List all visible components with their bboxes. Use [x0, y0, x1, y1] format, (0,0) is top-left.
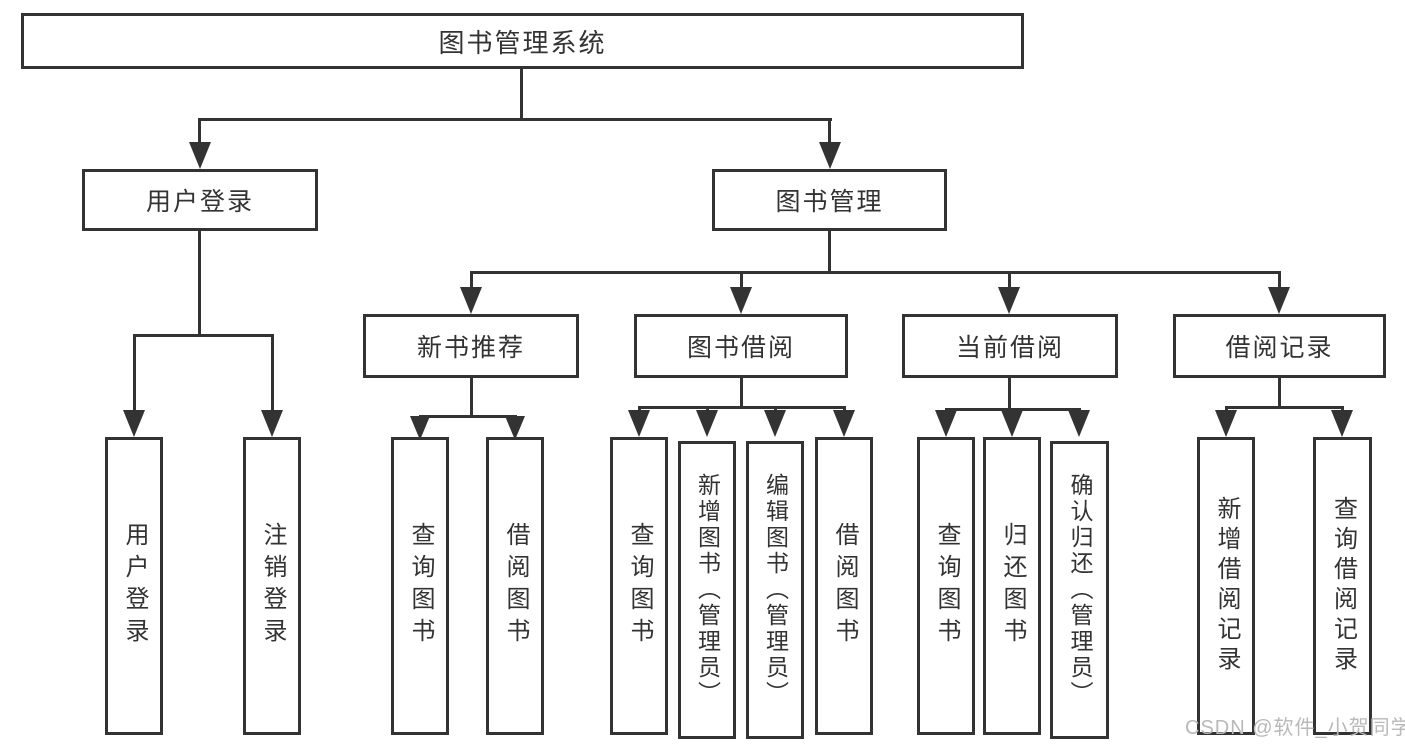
arrowhead-icon [1215, 410, 1237, 437]
connector-l3-rail [470, 271, 1281, 274]
leaf-label: 查询图书 [933, 522, 960, 650]
connector-leaf-drop [1225, 406, 1228, 412]
arrowhead-icon [1068, 410, 1090, 437]
node-current-borrow-label: 当前借阅 [955, 334, 1064, 362]
arrowhead-icon [1331, 410, 1353, 437]
arrowhead-icon [819, 142, 841, 169]
node-user-login: 用户登录 [82, 169, 318, 231]
connector-rc-split [1225, 406, 1344, 409]
connector-ul-split [133, 334, 274, 337]
node-root-label: 图书管理系统 [438, 27, 607, 58]
leaf-query-books-current: 查询图书 [917, 437, 975, 735]
arrowhead-icon [1268, 287, 1290, 314]
arrowhead-icon [764, 410, 786, 437]
connector-l2-drop-left [198, 118, 201, 143]
connector-l3-drop [1008, 271, 1011, 289]
arrowhead-icon [123, 410, 145, 437]
arrowhead-icon [696, 410, 718, 437]
arrowhead-icon [730, 287, 752, 314]
leaf-return-books: 归还图书 [983, 437, 1041, 735]
arrowhead-icon [261, 410, 283, 437]
leaf-label: 借阅图书 [502, 522, 529, 650]
leaf-borrow-books-recommend: 借阅图书 [486, 437, 544, 735]
connector-l2-rail [198, 118, 832, 121]
leaf-add-books-admin: 新增图书（管理员） [678, 441, 736, 739]
arrowhead-icon [505, 416, 525, 440]
arrowhead-icon [1001, 410, 1023, 437]
connector-leaf-drop [1341, 406, 1344, 412]
leaf-label: 新增借阅记录 [1213, 496, 1240, 676]
node-book-borrow: 图书借阅 [634, 314, 848, 378]
leaf-borrow-books: 借阅图书 [815, 437, 873, 735]
connector-l2-drop-right [828, 118, 831, 143]
leaf-label: 确认归还（管理员） [1067, 473, 1093, 707]
leaf-label: 用户登录 [121, 522, 148, 650]
arrowhead-icon [410, 416, 430, 440]
arrowhead-icon [189, 142, 211, 169]
node-root: 图书管理系统 [21, 13, 1024, 69]
leaf-label: 查询图书 [626, 522, 653, 650]
leaf-logout: 注销登录 [243, 437, 301, 735]
leaf-label: 注销登录 [259, 522, 286, 650]
leaf-label: 借阅图书 [831, 522, 858, 650]
connector-nb-stem [470, 378, 473, 418]
connector-leaf-drop [133, 334, 136, 411]
node-borrow-records: 借阅记录 [1173, 314, 1386, 378]
leaf-label: 新增图书（管理员） [694, 473, 721, 707]
node-user-login-label: 用户登录 [145, 188, 254, 216]
connector-l3-drop [1278, 271, 1281, 289]
arrowhead-icon [935, 410, 957, 437]
node-current-borrow: 当前借阅 [902, 314, 1118, 378]
leaf-query-borrow-record: 查询借阅记录 [1313, 437, 1372, 735]
connector-bw-split [638, 406, 846, 409]
connector-l3-drop [470, 271, 473, 289]
leaf-label: 编辑图书（管理员） [762, 473, 789, 707]
connector-cu-stem [1008, 378, 1011, 410]
leaf-query-books-borrow: 查询图书 [610, 437, 668, 735]
csdn-watermark: CSDN @软件_小贺同学 [1185, 717, 1405, 739]
leaf-edit-books-admin: 编辑图书（管理员） [746, 441, 804, 739]
node-book-management-label: 图书管理 [775, 188, 884, 216]
leaf-label: 查询图书 [407, 522, 434, 650]
connector-l3-drop [740, 271, 743, 289]
connector-bw-stem [740, 378, 743, 409]
connector-leaf-drop [271, 334, 274, 411]
arrowhead-icon [628, 410, 650, 437]
node-new-book-recommend: 新书推荐 [363, 314, 579, 378]
leaf-confirm-return-admin: 确认归还（管理员） [1050, 441, 1109, 739]
connector-root-stem [520, 69, 523, 120]
leaf-user-login: 用户登录 [105, 437, 163, 735]
node-book-management: 图书管理 [712, 169, 947, 231]
connector-leaf-drop [706, 406, 709, 412]
node-book-borrow-label: 图书借阅 [686, 334, 795, 362]
node-borrow-records-label: 借阅记录 [1225, 334, 1334, 362]
connector-bm-stem [828, 231, 831, 274]
leaf-label: 归还图书 [999, 522, 1026, 650]
arrowhead-icon [460, 287, 482, 314]
node-new-book-recommend-label: 新书推荐 [416, 334, 525, 362]
connector-ul-stem [198, 231, 201, 337]
leaf-query-books-recommend: 查询图书 [391, 437, 449, 735]
leaf-add-borrow-record: 新增借阅记录 [1197, 437, 1255, 735]
leaf-label: 查询借阅记录 [1329, 496, 1357, 676]
connector-leaf-drop [774, 406, 777, 412]
connector-rc-stem [1278, 378, 1281, 408]
connector-leaf-drop [843, 406, 846, 412]
connector-leaf-drop [638, 406, 641, 412]
arrowhead-icon [998, 287, 1020, 314]
arrowhead-icon [833, 410, 855, 437]
connector-nb-split [419, 415, 517, 418]
